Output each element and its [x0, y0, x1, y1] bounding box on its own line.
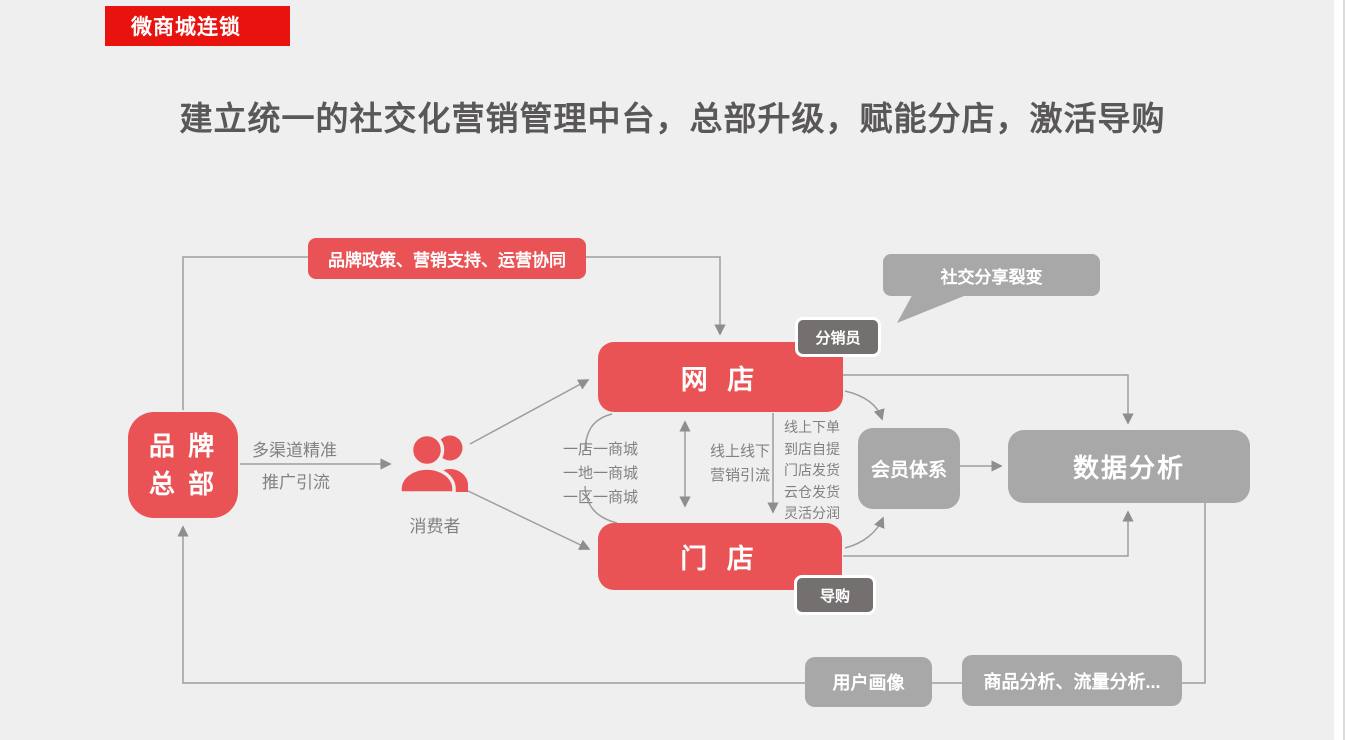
consumer-icon	[398, 432, 478, 495]
node-product-traffic-analysis: 商品分析、流量分析...	[962, 655, 1182, 706]
page-edge-strip	[1334, 0, 1345, 740]
node-member-system: 会员体系	[858, 428, 960, 509]
mall-mode-2: 一地一商城	[563, 465, 639, 482]
connector-online-to-analytics	[843, 374, 1134, 425]
online-offline-label: 线上线下 营销引流	[710, 440, 770, 488]
brand-hq-line1: 品 牌	[148, 431, 218, 461]
connector-online-to-member	[844, 390, 885, 421]
tag-guide: 导购	[794, 575, 876, 615]
fulfillment-line5: 灵活分润	[784, 505, 840, 521]
connector-consumer-to-online	[469, 379, 590, 445]
social-share-bubble: 社交分享裂变	[883, 254, 1100, 296]
two-people-icon	[398, 432, 468, 495]
tag-distributor: 分销员	[795, 317, 881, 357]
mall-mode-3: 一区一商城	[563, 489, 639, 506]
page-title: 建立统一的社交化营销管理中台，总部升级，赋能分店，激活导购	[179, 100, 1166, 137]
fulfillment-line4: 云仓发货	[784, 483, 840, 500]
channel-label-line1: 多渠道精准	[252, 441, 337, 460]
node-brand-hq-label: 品 牌 总 部	[149, 427, 217, 503]
mall-mode-1: 一店一商城	[563, 441, 639, 458]
fulfillment-line2: 到店自提	[784, 440, 840, 457]
brace-top-arc	[584, 413, 613, 451]
policy-banner: 品牌政策、营销支持、运营协同	[308, 238, 586, 279]
channel-label-line2: 推广引流	[262, 473, 330, 492]
node-user-profile: 用户画像	[805, 657, 932, 707]
mall-modes-label: 一店一商城 一地一商城 一区一商城	[563, 438, 638, 510]
connector-offline-to-analytics	[843, 510, 1134, 557]
node-brand-hq: 品 牌 总 部	[128, 412, 238, 518]
fulfillment-label: 线上下单 到店自提 门店发货 云仓发货 灵活分润	[784, 417, 840, 525]
online-offline-line2: 营销引流	[710, 467, 771, 484]
consumer-label: 消费者	[409, 517, 461, 536]
connector-feedback-loop	[177, 503, 1206, 684]
brace-bottom-arc	[584, 485, 618, 524]
fulfillment-line1: 线上下单	[784, 419, 840, 435]
connector-offline-to-member	[844, 516, 885, 549]
slide-badge-label: 微商城连锁	[131, 16, 241, 39]
node-data-analytics: 数据分析	[1008, 430, 1250, 503]
online-offline-line1: 线上线下	[710, 443, 771, 460]
connector-consumer-to-offline	[465, 489, 591, 550]
slide-badge: 微商城连锁	[105, 6, 290, 46]
fulfillment-line3: 门店发货	[784, 462, 840, 478]
brand-hq-line2: 总 部	[148, 469, 218, 499]
node-offline-store: 门 店	[598, 523, 842, 590]
